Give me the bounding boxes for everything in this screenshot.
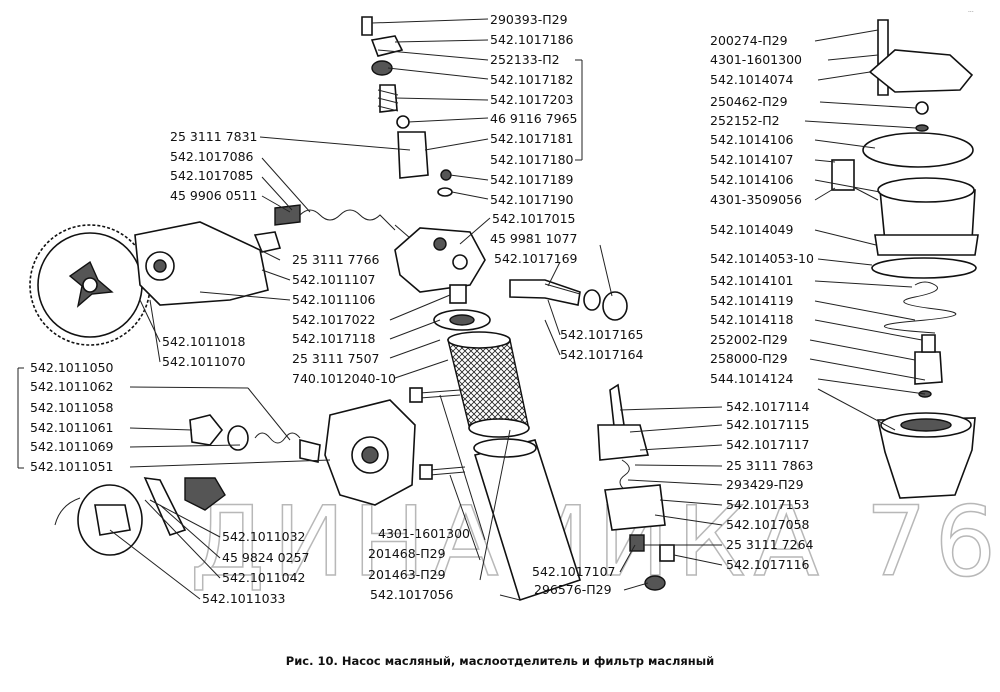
part-label: 542.1017115 — [726, 417, 810, 432]
part-label: 542.1014106 — [710, 172, 794, 187]
part-label: 542.1011058 — [30, 400, 114, 415]
pump-cover — [324, 399, 416, 506]
part-label: 542.1014101 — [710, 273, 794, 288]
part-label: 46 9116 7965 — [490, 111, 577, 126]
valve-stack — [361, 16, 453, 197]
bolts-center — [409, 387, 466, 480]
part-label: 4301-1601300 — [710, 52, 802, 67]
part-label: 25 3111 7831 — [170, 129, 257, 144]
drive-gear — [29, 224, 151, 346]
part-label: 542.1014106 — [710, 132, 794, 147]
part-label: 542.1014053-10 — [710, 251, 814, 266]
part-label: 45 9906 0511 — [170, 188, 257, 203]
part-label: 290393-П29 — [490, 12, 568, 27]
part-label: 542.1014107 — [710, 152, 794, 167]
part-label: 542.1011050 — [30, 360, 114, 375]
filter-bowl — [473, 438, 582, 602]
part-label: 258000-П29 — [710, 351, 788, 366]
part-label: 201463-П29 — [368, 567, 446, 582]
part-label: 4301-3509056 — [710, 192, 802, 207]
part-label: 25 3111 7264 — [726, 537, 814, 552]
part-label: 542.1017189 — [490, 172, 574, 187]
part-label: 45 9824 0257 — [222, 550, 309, 565]
top-cover-assembly — [831, 19, 979, 279]
part-label: 250462-П29 — [710, 94, 788, 109]
part-label: 544.1014124 — [710, 371, 794, 386]
part-label: 740.1012040-10 — [292, 371, 396, 386]
part-label: 542.1017182 — [490, 72, 574, 87]
part-label: 542.1017153 — [726, 497, 810, 512]
part-label: 542.1017186 — [490, 32, 574, 47]
watermark: ДИНАМИКА 76 — [190, 486, 1000, 598]
bypass-valve-parts — [189, 414, 321, 463]
part-label: 542.1017056 — [370, 587, 454, 602]
part-label: 542.1017086 — [170, 149, 254, 164]
part-label: 542.1017058 — [726, 517, 810, 532]
part-label: 542.1017181 — [490, 131, 574, 146]
part-label: 542.1011032 — [222, 529, 306, 544]
part-label: 542.1017165 — [560, 327, 644, 342]
part-label: 296576-П29 — [534, 582, 612, 597]
part-label: 25 3111 7766 — [292, 252, 380, 267]
part-label: 252152-П2 — [710, 113, 780, 128]
part-label: 293429-П29 — [726, 477, 804, 492]
part-label: 542.1014118 — [710, 312, 794, 327]
part-label: 542.1017015 — [492, 211, 576, 226]
part-label: 542.1017022 — [292, 312, 376, 327]
part-label: 201468-П29 — [368, 546, 446, 561]
part-label: 542.1011061 — [30, 420, 114, 435]
part-label: 542.1017118 — [292, 331, 376, 346]
part-label: 200274-П29 — [710, 33, 788, 48]
rotor-parts — [54, 477, 226, 556]
part-label: 542.1017180 — [490, 152, 574, 167]
part-label: 542.1011070 — [162, 354, 246, 369]
part-label: 4301-1601300 — [378, 526, 470, 541]
part-label: 542.1011107 — [292, 272, 376, 287]
part-label: 542.1011069 — [30, 439, 114, 454]
centrifuge-parts — [597, 383, 675, 591]
figure-caption: Рис. 10. Насос масляный, маслоотделитель… — [286, 654, 714, 668]
part-label: 542.1014119 — [710, 293, 794, 308]
part-labels: 290393-П29 542.1017186 252133-П2 542.101… — [30, 12, 814, 606]
part-label: 25 3111 7507 — [292, 351, 379, 366]
part-label: 542.1017085 — [170, 168, 254, 183]
part-label: 542.1011042 — [222, 570, 306, 585]
part-label: 542.1011106 — [292, 292, 376, 307]
oil-pump-body — [134, 221, 282, 306]
part-label: 542.1011062 — [30, 379, 114, 394]
part-label: 542.1014049 — [710, 222, 794, 237]
part-label: 45 9981 1077 — [490, 231, 577, 246]
part-label: 542.1011018 — [162, 334, 246, 349]
corner-mark: ... — [968, 7, 974, 14]
part-label: 542.1014074 — [710, 72, 794, 87]
part-label: 542.1011051 — [30, 459, 114, 474]
plug-and-spring-left — [274, 204, 411, 239]
part-label: 542.1017190 — [490, 192, 574, 207]
part-label: 542.1017117 — [726, 437, 810, 452]
right-spring-valve — [883, 281, 957, 398]
right-base-housing — [877, 412, 976, 499]
part-label: 542.1017107 — [532, 564, 616, 579]
part-label: 25 3111 7863 — [726, 458, 813, 473]
part-label: 542.1011033 — [202, 591, 286, 606]
part-label: 542.1017203 — [490, 92, 574, 107]
part-label: 252002-П29 — [710, 332, 788, 347]
filter-element — [433, 309, 530, 438]
relief-valve — [509, 279, 628, 321]
part-label: 542.1017164 — [560, 347, 644, 362]
part-label: 542.1017169 — [494, 251, 578, 266]
oil-separator-housing — [394, 227, 486, 304]
part-label: 252133-П2 — [490, 52, 560, 67]
part-label: 542.1017116 — [726, 557, 810, 572]
part-label: 542.1017114 — [726, 399, 810, 414]
leader-lines — [17, 18, 926, 601]
